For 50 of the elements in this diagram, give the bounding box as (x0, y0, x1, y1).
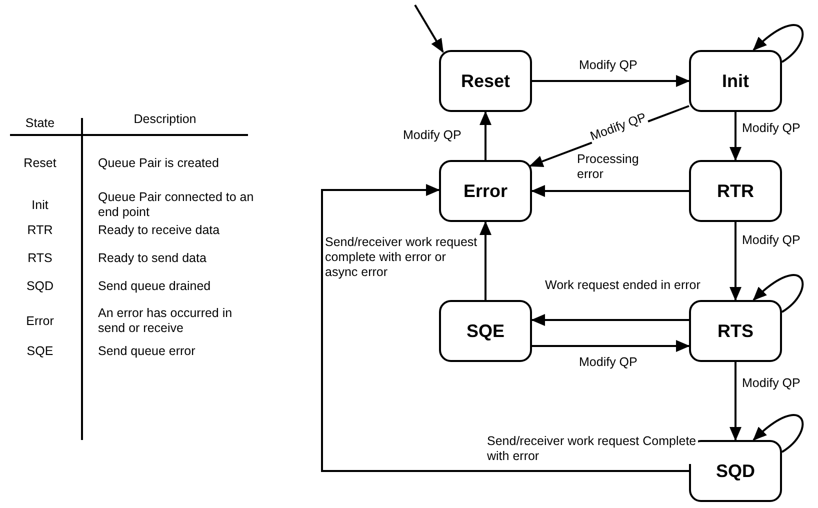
arrow (752, 24, 804, 63)
table-cell-text: Queue Pair connected to an end point (98, 190, 255, 220)
state-name: RTS (718, 320, 754, 342)
state-name: SQD (716, 460, 755, 482)
state-name: Init (722, 70, 749, 92)
edge-label: Modify QP (741, 121, 802, 136)
arrow (321, 184, 689, 472)
column-header: Description (132, 112, 198, 127)
arrow (480, 111, 492, 160)
state-box (439, 300, 532, 362)
state-name: SQE (466, 320, 504, 342)
table-cell-text: Error (25, 314, 55, 329)
state-box (689, 160, 782, 222)
arrow (414, 4, 444, 53)
arrow (532, 75, 690, 87)
table-cell-text: Send queue error (98, 344, 196, 359)
state-box (689, 50, 782, 112)
arrow (730, 362, 742, 441)
arrow (730, 222, 742, 301)
table-cell-text: RTR (26, 223, 54, 238)
table-cell-text: An error has occurred in send or receive (98, 306, 234, 336)
edge-label: Send/receiver work request Complete with error (486, 434, 698, 464)
edge-label: Modify QP (741, 376, 802, 391)
edge-label: Modify QP (741, 233, 802, 248)
state-box (439, 160, 532, 222)
arrow (531, 185, 689, 197)
state-box (439, 50, 532, 112)
table-cell-text: SQE (26, 344, 54, 359)
table-cell-text: RTS (26, 251, 54, 266)
arrow (752, 414, 804, 453)
table-cell-text: Queue Pair is created (98, 156, 220, 171)
arrow (532, 340, 690, 352)
edge-label: Modify QP (402, 128, 462, 143)
table-cell-text: Init (30, 198, 50, 213)
table-cell-text: Reset (22, 156, 58, 171)
state-box (689, 300, 782, 362)
column-header: State (24, 116, 56, 131)
table-cell-text: Ready to send data (98, 251, 208, 266)
arrow (531, 314, 689, 326)
edge-label: Modify QP (578, 58, 638, 73)
edge-label: Modify QP (578, 355, 638, 370)
arrow (480, 221, 492, 300)
state-name: Error (463, 180, 508, 202)
arrow (752, 274, 804, 313)
table-cell-text: Send queue drained (98, 279, 212, 294)
state-name: Reset (460, 70, 510, 92)
arrow (730, 112, 742, 161)
table-cell-text: SQD (25, 279, 55, 294)
table-cell-text: Ready to receive data (98, 223, 221, 238)
state-name: RTR (717, 180, 754, 202)
